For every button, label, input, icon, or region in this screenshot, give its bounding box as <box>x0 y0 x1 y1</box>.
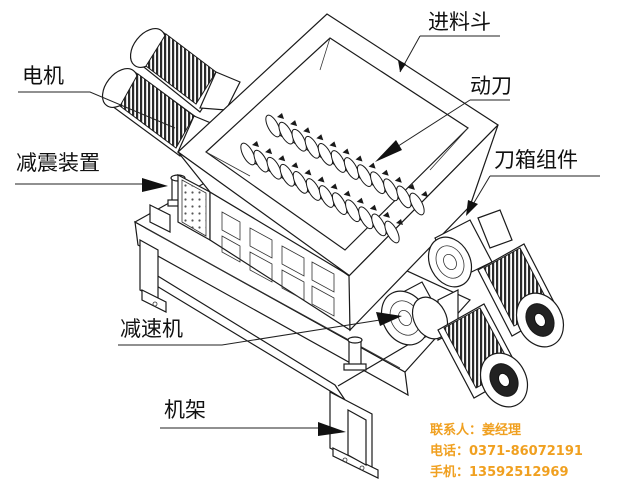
blade-disc <box>291 128 307 152</box>
blade-hook <box>342 148 350 155</box>
blade-hook <box>304 169 312 176</box>
contact-phone: 电话：0371-86072191 <box>430 444 583 459</box>
blade-disc <box>279 163 295 187</box>
blade-hook <box>290 120 298 127</box>
leader-motor <box>18 91 176 129</box>
blade-disc <box>304 135 320 159</box>
damper-right <box>343 336 367 371</box>
blade-disc <box>330 150 347 173</box>
contact-mobile: 手机：13592512969 <box>430 465 569 480</box>
blade-hook <box>278 155 286 162</box>
blade-hook <box>368 162 376 169</box>
blade-hook <box>316 134 324 141</box>
blade-disc <box>317 143 334 166</box>
blade-disc <box>358 206 374 230</box>
label-motor: 电机 <box>22 64 64 88</box>
reducer-lower <box>380 281 449 346</box>
blade-disc <box>292 171 309 194</box>
blade-hook <box>317 176 325 183</box>
blade-hook <box>277 113 284 119</box>
leader-reducer <box>118 312 402 346</box>
leader-damper <box>15 178 168 192</box>
moving-blades <box>240 113 428 244</box>
blade-disc <box>318 185 335 208</box>
blade-hook <box>369 204 377 211</box>
leader-frame <box>160 422 346 436</box>
blade-disc <box>343 157 360 180</box>
hopper <box>177 13 499 332</box>
blade-disc <box>265 114 281 138</box>
blade-hook <box>356 197 364 204</box>
blade-hook <box>396 219 403 225</box>
contact-person: 联系人：姜经理 <box>430 423 522 438</box>
leader-hopper <box>398 35 500 73</box>
blade-hook <box>382 211 390 218</box>
motor-left-back <box>129 28 241 113</box>
blade-disc <box>383 178 399 202</box>
blade-disc <box>345 199 361 223</box>
blade-hook <box>343 190 351 197</box>
blade-disc <box>331 192 348 215</box>
blade-hook <box>265 148 273 155</box>
blade-hook <box>381 169 389 176</box>
blade-disc <box>253 149 269 173</box>
blade-disc <box>384 220 400 244</box>
label-blade-box: 刀箱组件 <box>494 148 578 172</box>
label-frame: 机架 <box>164 398 206 422</box>
blade-disc <box>371 213 387 237</box>
blade-disc <box>396 185 412 209</box>
label-reducer: 减速机 <box>120 317 183 341</box>
blade-hook <box>303 127 311 134</box>
blade-hook <box>421 191 428 197</box>
blade-hook <box>355 155 363 162</box>
blade-disc <box>240 142 256 166</box>
leader-moving-blade <box>375 99 510 162</box>
blade-hook <box>291 162 299 169</box>
blade-hook <box>394 176 402 183</box>
blade-disc <box>278 121 294 145</box>
motor-right-lower <box>437 303 529 408</box>
motor-right-upper <box>477 243 565 348</box>
blade-hook <box>407 183 415 190</box>
blade-hook <box>252 141 259 147</box>
blade-disc <box>266 156 282 180</box>
blade-disc <box>409 192 425 216</box>
blade-hook <box>329 141 337 148</box>
blade-disc <box>370 171 386 195</box>
label-hopper: 进料斗 <box>428 10 491 34</box>
blade-hook <box>330 183 338 190</box>
label-damper: 减震装置 <box>16 151 100 175</box>
blade-disc <box>356 164 373 187</box>
label-moving-blade: 动刀 <box>470 74 512 98</box>
blade-disc <box>305 178 322 201</box>
leader-blade-box <box>466 175 600 216</box>
